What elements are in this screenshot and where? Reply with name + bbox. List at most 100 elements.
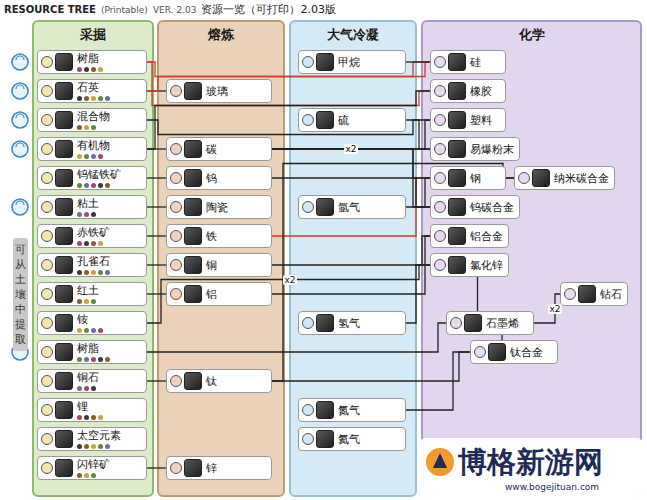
resource-symbol bbox=[41, 346, 53, 358]
planet-dot bbox=[91, 270, 96, 275]
resource-box: 孔雀石 bbox=[37, 253, 147, 277]
resource-icon bbox=[184, 140, 202, 158]
resource-name: 硫 bbox=[338, 114, 349, 127]
resource-icon bbox=[55, 256, 73, 274]
resource-icon bbox=[316, 430, 334, 448]
resource-box: 铁 bbox=[166, 224, 272, 248]
planet-dot bbox=[98, 96, 103, 101]
resource-name: 铝合金 bbox=[470, 230, 503, 243]
planet-dot bbox=[91, 154, 96, 159]
resource-symbol bbox=[434, 230, 446, 242]
resource-box: 闪锌矿 bbox=[37, 456, 147, 480]
resource-symbol bbox=[170, 462, 182, 474]
resource-symbol bbox=[41, 114, 53, 126]
planet-dot bbox=[84, 357, 89, 362]
resource-symbol bbox=[41, 230, 53, 242]
planet-dot bbox=[77, 154, 82, 159]
resource-name: 铝 bbox=[206, 288, 217, 301]
planet-dot bbox=[98, 183, 103, 188]
quantity-label: x2 bbox=[344, 144, 357, 154]
resource-box: 钻石 bbox=[560, 282, 628, 306]
resource-icon bbox=[448, 140, 466, 158]
planet-dot bbox=[98, 444, 103, 449]
resource-box: 易爆粉末 bbox=[430, 137, 520, 161]
column-heading: 化学 bbox=[421, 26, 642, 44]
resource-name: 有机物 bbox=[77, 139, 110, 152]
connector bbox=[406, 61, 430, 62]
connector bbox=[406, 178, 430, 207]
resource-name: 氦气 bbox=[338, 433, 360, 446]
resource-name: 氯化锌 bbox=[470, 259, 503, 272]
planet-dot bbox=[105, 183, 110, 188]
connector bbox=[147, 380, 166, 381]
connector bbox=[147, 264, 166, 265]
resource-name: 赤铁矿 bbox=[77, 226, 110, 239]
planet-dot bbox=[98, 415, 103, 420]
connector bbox=[147, 467, 166, 468]
resource-symbol bbox=[434, 172, 446, 184]
resource-box: 氦气 bbox=[298, 427, 406, 451]
resource-icon bbox=[184, 198, 202, 216]
planet-dot bbox=[77, 241, 82, 246]
resource-box: 铜 bbox=[166, 253, 272, 277]
planet-dot bbox=[84, 96, 89, 101]
resource-box: 锌 bbox=[166, 456, 272, 480]
resource-name: 红土 bbox=[77, 284, 99, 297]
planet-dot bbox=[105, 96, 110, 101]
resource-icon bbox=[55, 430, 73, 448]
resource-symbol bbox=[41, 404, 53, 416]
resource-box: 陶瓷 bbox=[166, 195, 272, 219]
planet-dot bbox=[77, 328, 82, 333]
resource-icon bbox=[448, 169, 466, 187]
resource-name: 钢 bbox=[470, 172, 481, 185]
planet-dot bbox=[84, 67, 89, 72]
connector bbox=[147, 177, 166, 178]
planet-dot bbox=[98, 154, 103, 159]
resource-name: 甲烷 bbox=[338, 56, 360, 69]
resource-icon bbox=[184, 227, 202, 245]
resource-box: 橡胶 bbox=[430, 79, 506, 103]
planet-dot bbox=[77, 125, 82, 130]
planet-dot bbox=[91, 96, 96, 101]
resource-box: 硫 bbox=[298, 108, 406, 132]
side-note: 可从土壤中提取 bbox=[13, 238, 28, 351]
resource-box: 塑料 bbox=[430, 108, 506, 132]
resource-icon bbox=[55, 53, 73, 71]
resource-box: 甲烷 bbox=[298, 50, 406, 74]
resource-name: 锌 bbox=[206, 462, 217, 475]
header-note: VER. 2.03 bbox=[153, 5, 197, 15]
connector bbox=[272, 236, 430, 294]
header: RESOURCE TREE(Printable)VER. 2.03资源一览（可打… bbox=[4, 2, 336, 17]
resource-box: 混合物 bbox=[37, 108, 147, 132]
planet-dot bbox=[77, 212, 82, 217]
resource-symbol bbox=[170, 375, 182, 387]
planet-dot bbox=[84, 125, 89, 130]
resource-box: 石英 bbox=[37, 79, 147, 103]
watermark: 博格新游网 bbox=[458, 443, 603, 483]
resource-box: 钨 bbox=[166, 166, 272, 190]
watermark-logo bbox=[424, 446, 456, 478]
column: 大气冷凝甲烷硫氩气氢气氮气氦气 bbox=[289, 20, 417, 497]
resource-icon bbox=[532, 169, 550, 187]
planet-dot bbox=[105, 357, 110, 362]
resource-icon bbox=[448, 53, 466, 71]
planet-dot bbox=[77, 415, 82, 420]
resource-name: 铵 bbox=[77, 313, 88, 326]
resource-box: 钨锰铁矿 bbox=[37, 166, 147, 190]
resource-symbol bbox=[41, 462, 53, 474]
connector bbox=[477, 277, 478, 311]
resource-icon bbox=[184, 459, 202, 477]
planet-dot bbox=[98, 67, 103, 72]
planet-dot bbox=[91, 183, 96, 188]
resource-symbol bbox=[41, 288, 53, 300]
planet-dot bbox=[84, 270, 89, 275]
resource-box: 铝合金 bbox=[430, 224, 509, 248]
connector bbox=[147, 206, 166, 207]
resource-box: 硅 bbox=[430, 50, 506, 74]
column-band bbox=[289, 20, 417, 497]
quantity-label: x2 bbox=[548, 304, 561, 314]
resource-icon bbox=[448, 227, 466, 245]
planet-dot bbox=[77, 299, 82, 304]
planet-dot bbox=[84, 386, 89, 391]
